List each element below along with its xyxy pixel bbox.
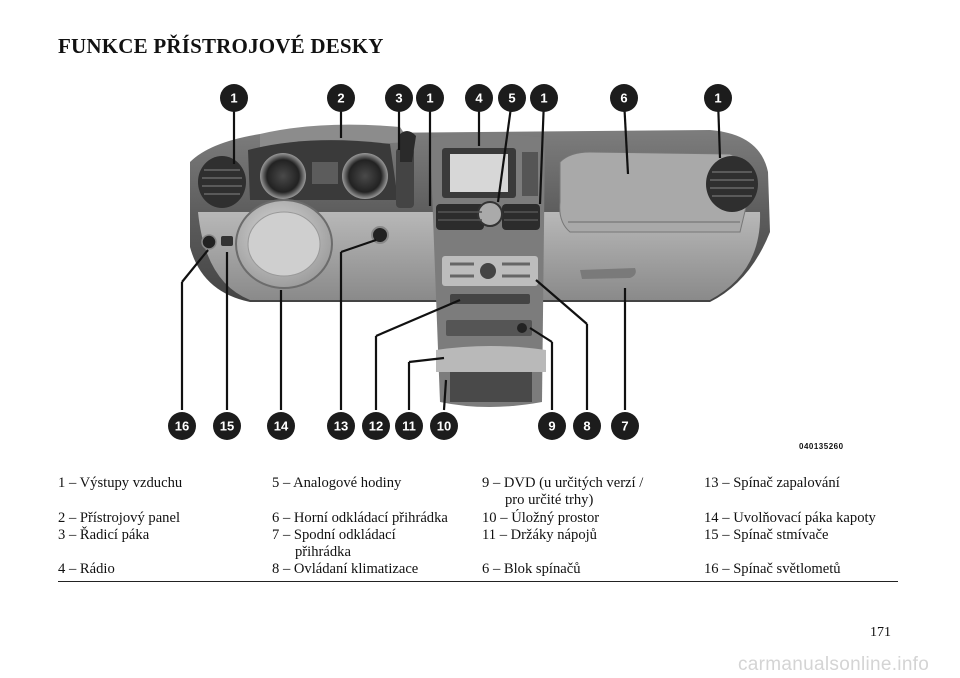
legend-item-3: 3 – Řadicí páka (58, 527, 150, 543)
legend-item-6b: 6 – Blok spínačů (482, 561, 581, 577)
legend-item-9-line2: pro určité trhy) (505, 492, 594, 508)
svg-text:14: 14 (274, 419, 289, 434)
callout-top-7: 1 (530, 84, 558, 112)
callout-top-3: 3 (385, 84, 413, 112)
svg-text:13: 13 (334, 419, 348, 434)
gear-shifter (396, 130, 416, 208)
legend-divider (58, 581, 898, 582)
callout-top-4: 1 (416, 84, 444, 112)
legend-item-9: 9 – DVD (u určitých verzí / pro určité t… (482, 475, 704, 509)
legend-item-9-line1: 9 – DVD (u určitých verzí / (482, 475, 644, 491)
page-number: 171 (870, 625, 891, 640)
ignition-switch (371, 226, 389, 244)
callout-bottom-7: 7 (611, 412, 639, 440)
callout-bottom-11: 11 (395, 412, 423, 440)
svg-text:10: 10 (437, 419, 451, 434)
callout-bottom-16: 16 (168, 412, 196, 440)
callout-bottom-8: 8 (573, 412, 601, 440)
page-title: FUNKCE PŘÍSTROJOVÉ DESKY (58, 34, 384, 58)
svg-text:1: 1 (230, 91, 237, 106)
legend-item-10: 10 – Úložný prostor (482, 510, 600, 526)
legend-item-14: 14 – Uvolňovací páka kapoty (704, 510, 876, 526)
legend-item-11: 11 – Držáky nápojů (482, 527, 597, 543)
svg-text:1: 1 (714, 91, 721, 106)
callout-top-2: 2 (327, 84, 355, 112)
watermark: carmanualsonline.info (738, 654, 930, 675)
callout-top-8: 6 (610, 84, 638, 112)
svg-text:8: 8 (583, 419, 590, 434)
legend: 1 – Výstupy vzduchu 5 – Analogové hodiny… (58, 475, 898, 578)
svg-text:5: 5 (508, 91, 515, 106)
legend-item-13: 13 – Spínač zapalování (704, 475, 840, 491)
svg-text:7: 7 (621, 419, 628, 434)
legend-item-7: 7 – Spodní odkládací přihrádka (272, 527, 482, 561)
svg-text:11: 11 (402, 419, 416, 434)
dimmer-switch (221, 236, 233, 246)
callout-bottom-10: 10 (430, 412, 458, 440)
svg-text:16: 16 (175, 419, 189, 434)
center-stack (430, 134, 546, 407)
legend-item-1: 1 – Výstupy vzduchu (58, 475, 183, 491)
instrument-cluster (248, 140, 398, 200)
figure-code: 040135260 (799, 442, 844, 451)
legend-item-7-line2: přihrádka (295, 544, 351, 560)
svg-text:4: 4 (475, 91, 483, 106)
callout-top-6: 5 (498, 84, 526, 112)
callout-bottom-12: 12 (362, 412, 390, 440)
svg-text:9: 9 (548, 419, 555, 434)
callout-top-1: 1 (220, 84, 248, 112)
dashboard-illustration: 1 2 3 1 4 5 1 6 1 16 15 14 13 12 11 10 9… (150, 72, 870, 462)
svg-text:6: 6 (620, 91, 627, 106)
legend-item-15: 15 – Spínač stmívače (704, 527, 829, 543)
svg-text:15: 15 (220, 419, 234, 434)
callout-top-9: 1 (704, 84, 732, 112)
svg-text:1: 1 (540, 91, 547, 106)
legend-item-16: 16 – Spínač světlometů (704, 561, 841, 577)
callout-bottom-15: 15 (213, 412, 241, 440)
svg-text:2: 2 (337, 91, 344, 106)
svg-text:3: 3 (395, 91, 402, 106)
svg-text:1: 1 (426, 91, 433, 106)
legend-item-5: 5 – Analogové hodiny (272, 475, 402, 491)
air-vent-right (706, 156, 758, 212)
legend-item-8: 8 – Ovládaní klimatizace (272, 561, 419, 577)
legend-item-7-line1: 7 – Spodní odkládací (272, 527, 396, 543)
svg-text:12: 12 (369, 419, 383, 434)
callout-bottom-14: 14 (267, 412, 295, 440)
steering-wheel (235, 199, 333, 289)
legend-item-4: 4 – Rádio (58, 561, 115, 577)
air-vent-left (198, 156, 246, 208)
callout-bottom-9: 9 (538, 412, 566, 440)
callout-bottom-13: 13 (327, 412, 355, 440)
legend-item-6: 6 – Horní odkládací přihrádka (272, 510, 448, 526)
legend-item-2: 2 – Přístrojový panel (58, 510, 181, 526)
callout-top-5: 4 (465, 84, 493, 112)
headlight-switch (201, 234, 217, 250)
